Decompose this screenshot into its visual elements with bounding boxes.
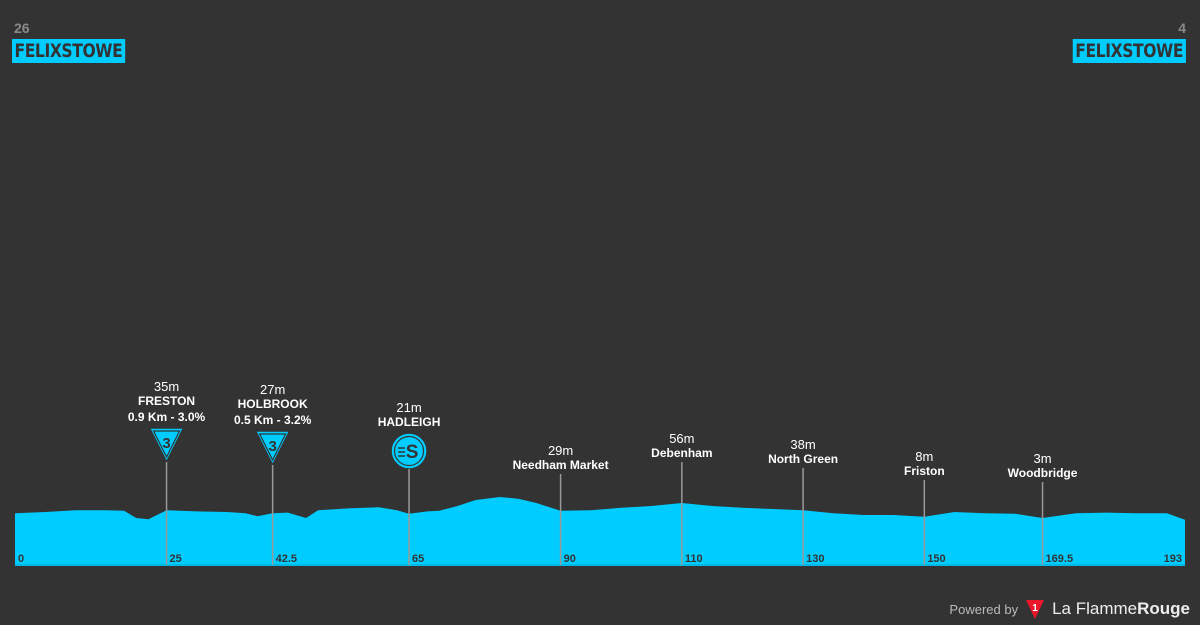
point-name: Friston: [904, 464, 945, 478]
point-altitude: 38m: [790, 437, 815, 452]
point-altitude: 35m: [154, 379, 179, 394]
elevation-profile-area: [15, 497, 1185, 565]
start-km-number: 26: [14, 20, 30, 36]
kom-triangle: [254, 430, 291, 467]
x-tick-label: 110: [685, 553, 703, 565]
kom-category-3-icon: 3: [254, 430, 291, 467]
finish-city: FELIXSTOWE: [1073, 39, 1186, 63]
x-tick-label: 65: [412, 553, 424, 565]
x-tick-label: 42.5: [276, 553, 297, 565]
point-name: Needham Market: [513, 458, 609, 472]
la-flamme-rouge-logo-icon: 1: [1026, 600, 1045, 619]
point-altitude: 3m: [1034, 451, 1052, 466]
kom-triangle: [148, 427, 185, 464]
powered-by-label: Powered by: [949, 601, 1019, 617]
sprint-circle-inner: [393, 435, 425, 467]
sprint-icon: S: [390, 432, 428, 470]
kom-triangle-inner: [258, 433, 287, 462]
x-tick-label: 0: [18, 553, 24, 565]
point-altitude: 56m: [669, 431, 694, 446]
x-tick-label: 150: [927, 553, 945, 565]
kom-category-text: 3: [162, 435, 170, 452]
finish-number: 4: [1178, 20, 1186, 36]
point-climb-detail: 0.9 Km - 3.0%: [128, 410, 206, 424]
kom-category-text: 3: [268, 438, 276, 455]
sprint-text: S: [406, 442, 419, 463]
point-altitude: 21m: [396, 400, 421, 415]
point-name: HOLBROOK: [238, 397, 308, 411]
x-tick-label: 130: [806, 553, 824, 565]
x-tick-label: 25: [170, 553, 182, 565]
point-altitude: 27m: [260, 382, 285, 397]
x-tick-label: 90: [564, 553, 576, 565]
point-climb-detail: 0.5 Km - 3.2%: [234, 413, 312, 427]
kom-triangle-inner: [152, 430, 181, 459]
point-name: North Green: [768, 452, 838, 466]
point-altitude: 8m: [915, 449, 933, 464]
point-name: FRESTON: [138, 394, 195, 408]
svg-text:1: 1: [1032, 603, 1038, 614]
point-name: Debenham: [651, 446, 712, 460]
x-tick-label: 193: [1164, 553, 1182, 565]
start-city: FELIXSTOWE: [12, 39, 125, 63]
point-name: Woodbridge: [1008, 466, 1078, 480]
x-tick-label: 169.5: [1046, 553, 1074, 565]
brand-name: La FlammeRouge: [1052, 599, 1190, 618]
kom-category-3-icon: 3: [148, 427, 185, 464]
point-name: HADLEIGH: [378, 415, 441, 429]
powered-by[interactable]: Powered by 1 La FlammeRouge: [949, 599, 1190, 619]
point-altitude: 29m: [548, 443, 573, 458]
